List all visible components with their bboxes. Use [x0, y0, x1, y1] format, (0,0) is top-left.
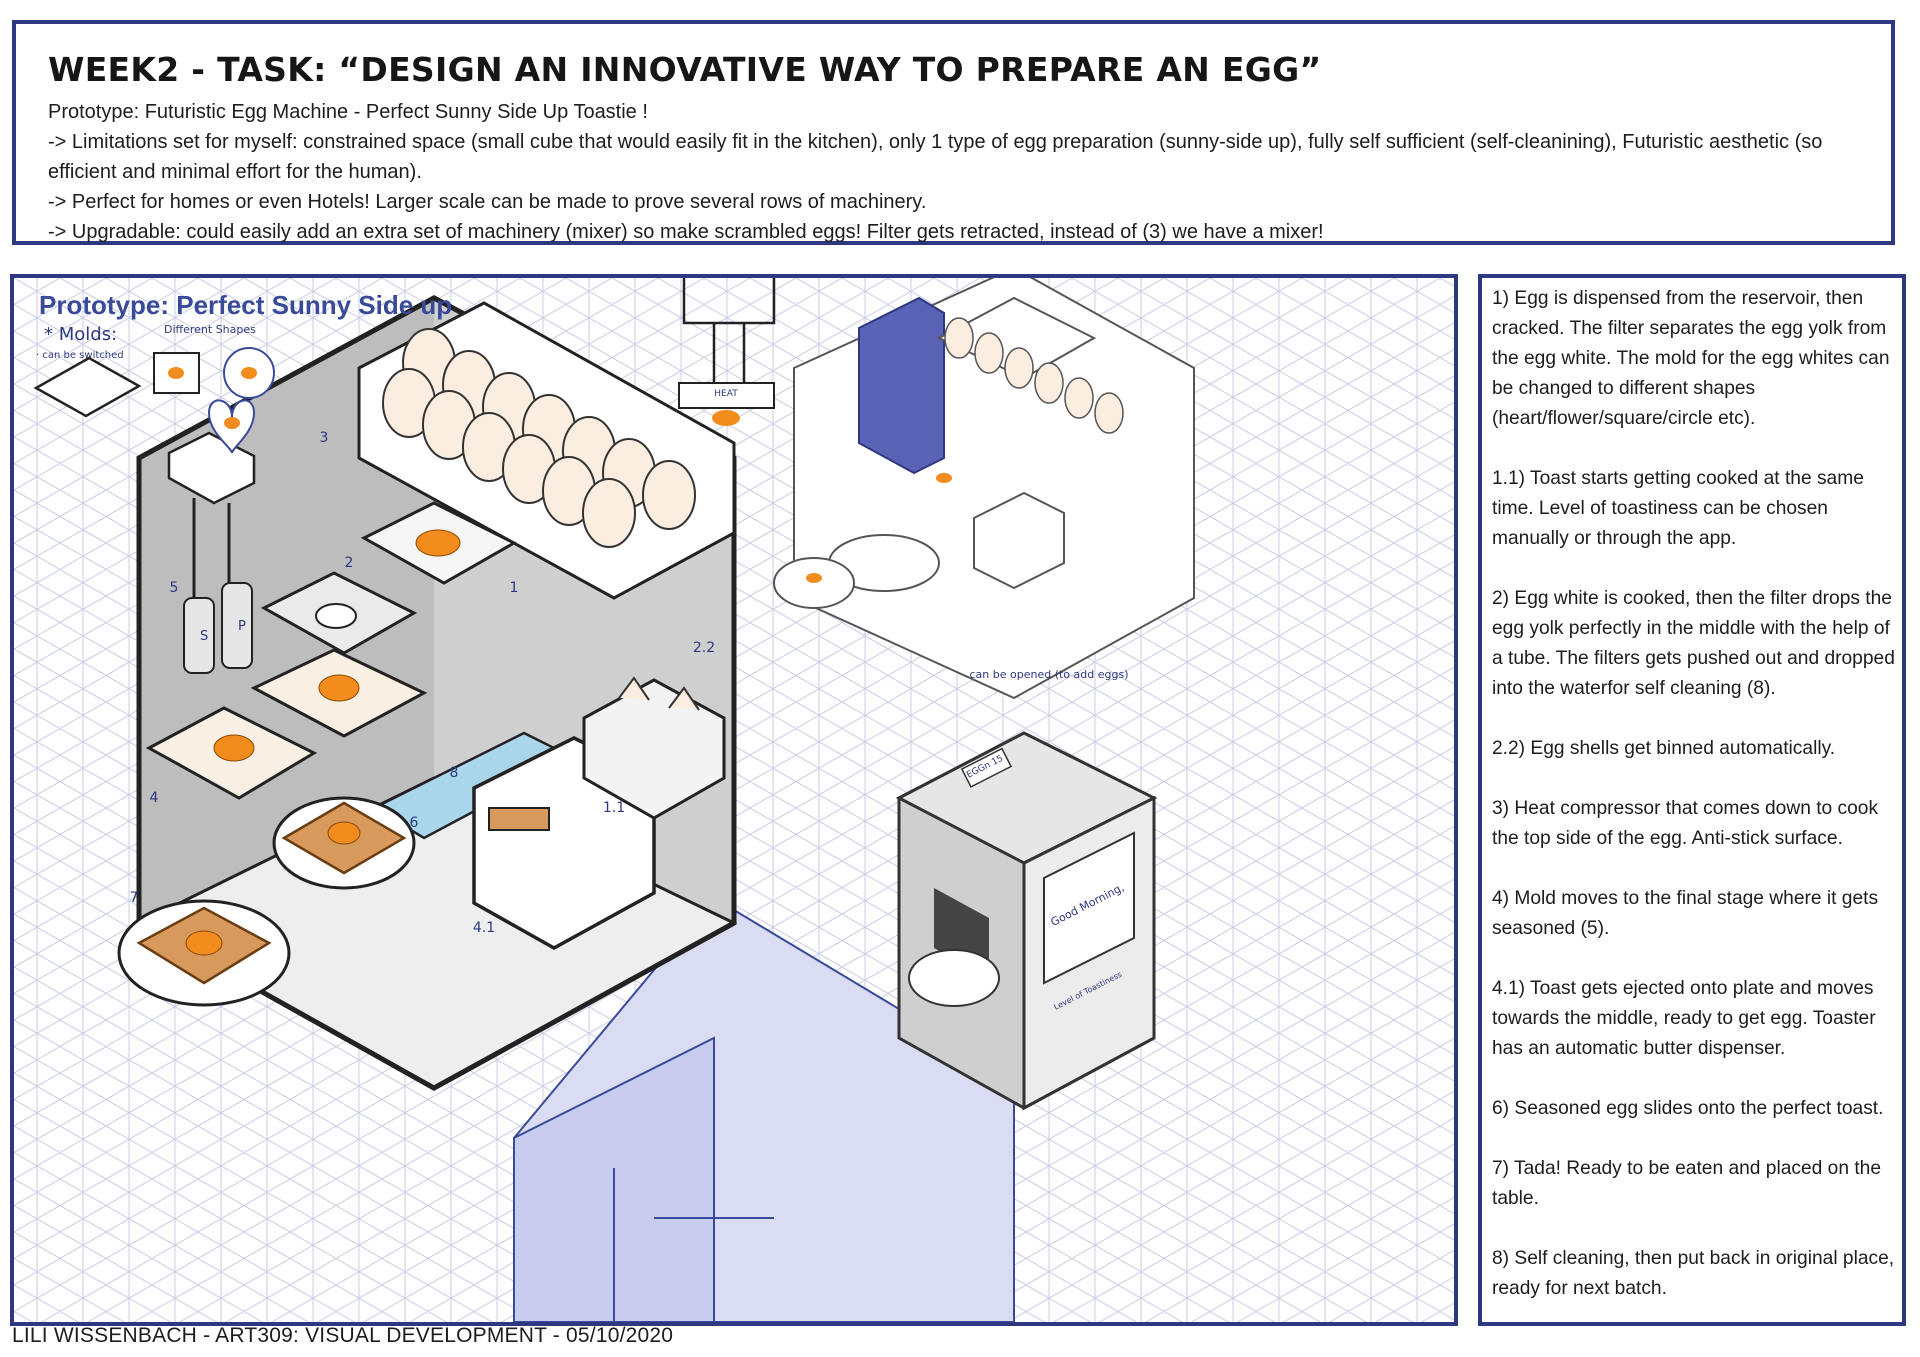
heat-compressor-sketch: HEAT	[678, 278, 776, 426]
header-line-upgradable: -> Upgradable: could easily add an extra…	[48, 221, 1324, 243]
step-8: 8) Self cleaning, then put back in origi…	[1492, 1248, 1895, 1299]
footer-credit: LILI WISSENBACH - ART309: VISUAL DEVELOP…	[12, 1324, 674, 1347]
step-1: 1) Egg is dispensed from the reservoir, …	[1492, 288, 1890, 429]
step-label-3: 3	[320, 430, 329, 446]
counter-table	[513, 896, 1015, 1322]
step-label-4-1: 4.1	[473, 920, 495, 936]
molds-label: * Molds:	[44, 324, 117, 345]
header-line-limitations: -> Limitations set for myself: constrain…	[48, 131, 1823, 183]
step-4-1: 4.1) Toast gets ejected onto plate and m…	[1492, 978, 1876, 1059]
step-2-2: 2.2) Egg shells get binned automatically…	[1492, 738, 1836, 759]
step-label-6: 6	[410, 815, 419, 831]
drawing-panel: S P 1 2 3 4	[10, 274, 1458, 1326]
open-note: can be opened (to add eggs)	[970, 668, 1129, 681]
molds-note: · can be switched	[36, 350, 124, 361]
step-label-7: 7	[130, 890, 139, 906]
egg-trays	[145, 501, 518, 800]
salt-label: S	[200, 629, 208, 644]
small-machine-sketch	[773, 278, 1195, 700]
shapes-label: Different Shapes	[164, 323, 256, 336]
step-1-1: 1.1) Toast starts getting cooked at the …	[1492, 468, 1864, 549]
closed-machine: can be opened (to add eggs) Good Morning…	[895, 668, 1158, 1111]
step-label-4: 4	[150, 790, 159, 806]
shell-bin	[582, 676, 726, 820]
page-title: WEEK2 - TASK: “DESIGN AN INNOVATIVE WAY …	[48, 50, 1322, 89]
step-label-2-2: 2.2	[693, 640, 715, 656]
step-2: 2) Egg white is cooked, then the filter …	[1492, 588, 1895, 699]
step-7: 7) Tada! Ready to be eaten and placed on…	[1492, 1158, 1882, 1209]
step-label-1-1: 1.1	[603, 800, 625, 816]
plated-toast	[117, 796, 416, 1007]
step-label-1: 1	[510, 580, 519, 596]
step-label-5: 5	[170, 580, 179, 596]
drawing-title: Prototype: Perfect Sunny Side up	[39, 290, 453, 320]
step-labels: 1 2 3 4 5 6 7 8 1.1 2.2 4.1	[130, 430, 716, 936]
molds-sketch: * Molds: · can be switched Different Sha…	[33, 323, 275, 454]
step-4: 4) Mold moves to the final stage where i…	[1492, 888, 1879, 939]
step-3: 3) Heat compressor that comes down to co…	[1492, 798, 1879, 849]
heat-label: HEAT	[714, 389, 738, 399]
header-line-homes: -> Perfect for homes or even Hotels! Lar…	[48, 191, 927, 213]
steps-panel: 1) Egg is dispensed from the reservoir, …	[1478, 274, 1906, 1326]
step-label-8: 8	[450, 765, 459, 781]
step-label-2: 2	[345, 555, 354, 571]
pepper-label: P	[238, 619, 246, 634]
drawing-canvas: S P 1 2 3 4	[14, 278, 1454, 1322]
header-box: WEEK2 - TASK: “DESIGN AN INNOVATIVE WAY …	[12, 20, 1895, 245]
egg-reservoir	[357, 301, 736, 600]
header-line-prototype: Prototype: Futuristic Egg Machine - Perf…	[48, 101, 648, 123]
step-6: 6) Seasoned egg slides onto the perfect …	[1492, 1098, 1884, 1119]
seasoning-shakers: S P	[183, 582, 253, 674]
